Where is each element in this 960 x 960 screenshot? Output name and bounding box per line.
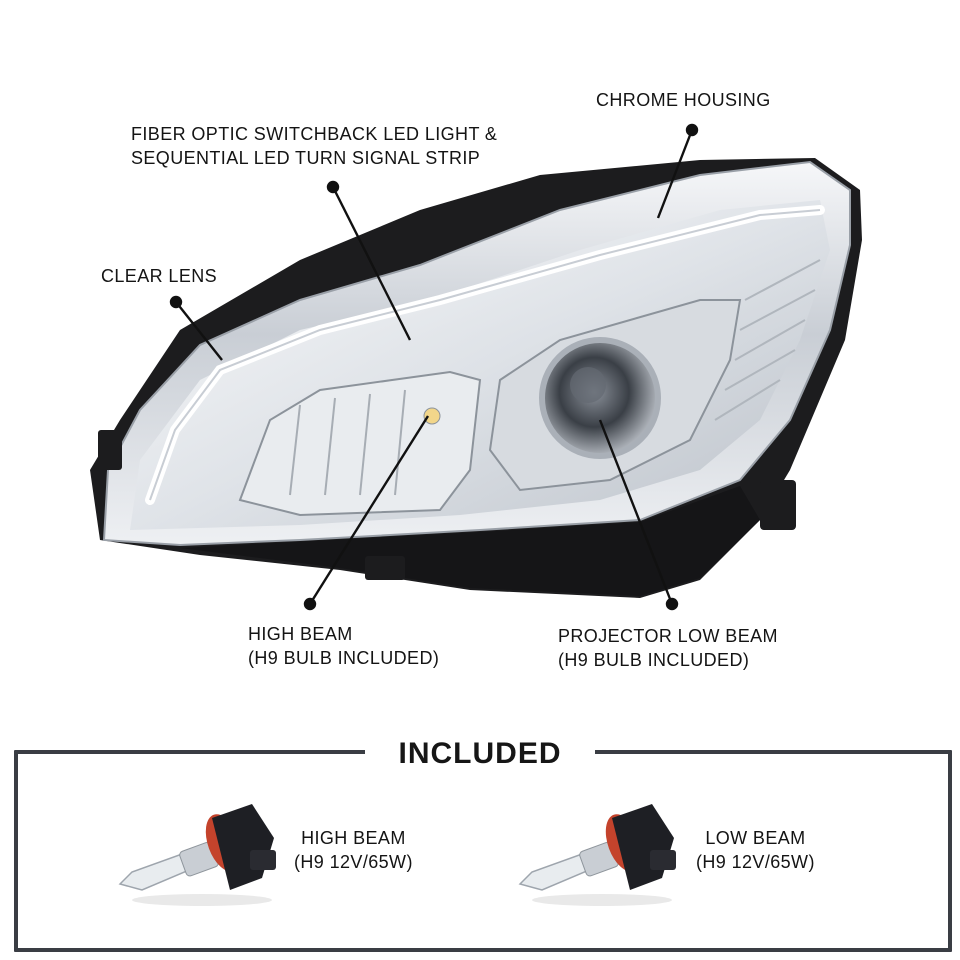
- projector-line1: PROJECTOR LOW BEAM: [558, 626, 778, 646]
- fiber-optic-line2: SEQUENTIAL LED TURN SIGNAL STRIP: [131, 148, 481, 168]
- fiber-optic-dot: [326, 180, 340, 194]
- clear-lens-leader: [175, 301, 223, 361]
- h9-bulb-icon: [518, 804, 676, 906]
- chrome-housing-text: CHROME HOUSING: [596, 90, 771, 110]
- headlamp-image: [90, 158, 862, 598]
- chrome-housing-leader: [656, 129, 694, 219]
- included-item-2-line1: LOW BEAM: [705, 828, 806, 848]
- high-beam-line2: (H9 BULB INCLUDED): [248, 648, 440, 668]
- chrome-housing-dot: [685, 123, 699, 137]
- callout-leaders: [169, 123, 699, 611]
- included-item-1-line1: HIGH BEAM: [301, 828, 406, 848]
- projector-line2: (H9 BULB INCLUDED): [558, 650, 750, 670]
- included-item-2-label: LOW BEAM (H9 12V/65W): [696, 826, 815, 874]
- included-title: INCLUDED: [365, 732, 595, 776]
- clear-lens-dot: [169, 295, 183, 309]
- clear-lens-text: CLEAR LENS: [101, 266, 218, 286]
- mounting-base: [180, 486, 760, 596]
- included-item-1-line2: (H9 12V/65W): [294, 852, 413, 872]
- included-item-2-line2: (H9 12V/65W): [696, 852, 815, 872]
- fiber-optic-leader: [331, 186, 412, 341]
- high-beam-dot: [303, 597, 317, 611]
- h9-bulb-icon: [118, 804, 276, 906]
- projector-dot: [665, 597, 679, 611]
- high-beam-line1: HIGH BEAM: [248, 624, 353, 644]
- projector-leader: [598, 419, 674, 605]
- projector-label: PROJECTOR LOW BEAM (H9 BULB INCLUDED): [558, 624, 778, 672]
- fiber-optic-line1: FIBER OPTIC SWITCHBACK LED LIGHT &: [131, 124, 498, 144]
- high-beam-leader: [308, 415, 430, 605]
- clear-lens-label: CLEAR LENS: [101, 264, 217, 288]
- high-beam-label: HIGH BEAM (H9 BULB INCLUDED): [248, 622, 439, 670]
- included-item-1-label: HIGH BEAM (H9 12V/65W): [294, 826, 413, 874]
- chrome-housing-label: CHROME HOUSING: [596, 88, 771, 112]
- mount-tab: [760, 480, 796, 530]
- fiber-optic-label: FIBER OPTIC SWITCHBACK LED LIGHT & SEQUE…: [131, 122, 497, 170]
